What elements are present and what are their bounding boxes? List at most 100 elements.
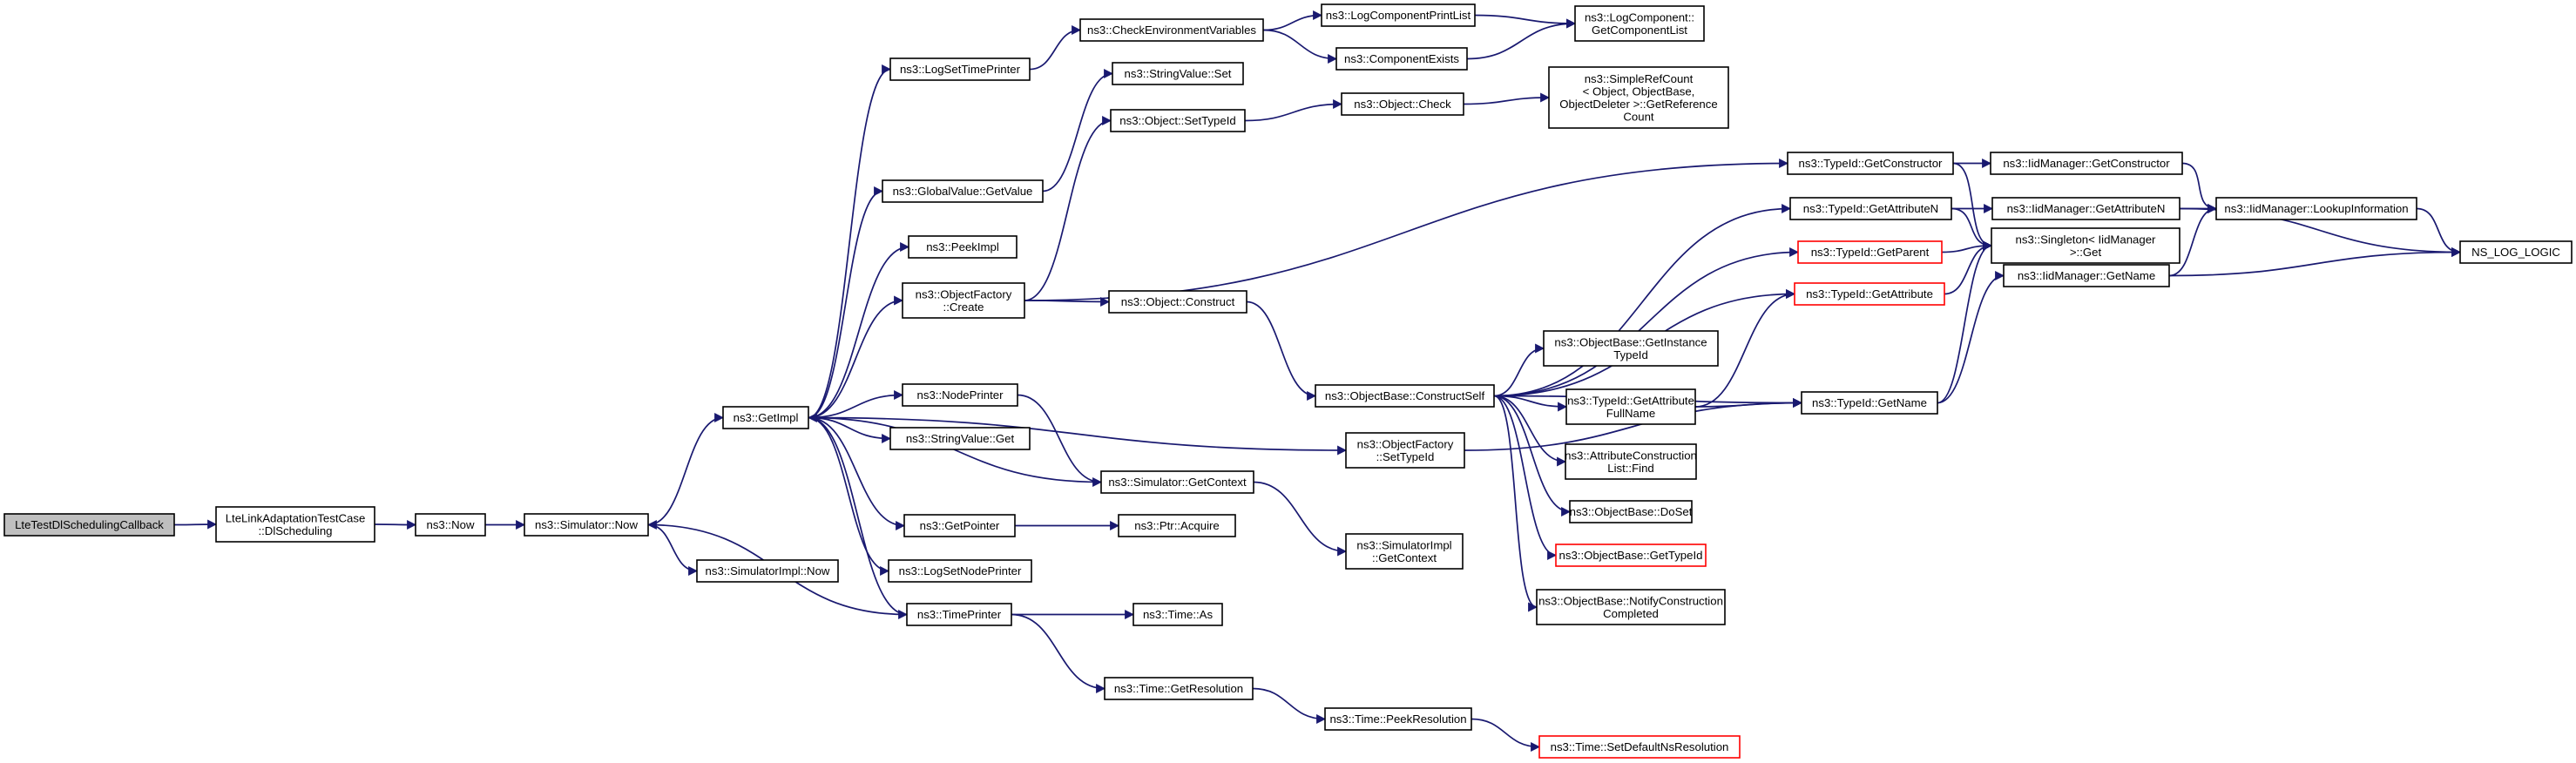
- node-ns3-logsetnodeprinter[interactable]: ns3::LogSetNodePrinter: [888, 559, 1032, 583]
- edge: [1017, 394, 1103, 487]
- node-ns3-object-check[interactable]: ns3::Object::Check: [1341, 92, 1464, 116]
- node-ns3-simplerefcount-object-objectbase-objectdeleter-getreference-count[interactable]: ns3::SimpleRefCount< Object, ObjectBase,…: [1548, 66, 1729, 129]
- node-label: TypeId: [1613, 348, 1648, 361]
- edge-n3-to-n5: [647, 523, 699, 576]
- edge-n28-to-n35: [1493, 247, 1800, 397]
- node-ns3-iidmanager-getattributen[interactable]: ns3::IidManager::GetAttributeN: [1991, 197, 2180, 220]
- node-ns3-logcomponentprintlist[interactable]: ns3::LogComponentPrintList: [1321, 3, 1476, 27]
- node-box: [888, 559, 1032, 583]
- node-label: ns3::LogSetTimePrinter: [900, 63, 1021, 76]
- node-ns3-time-getresolution[interactable]: ns3::Time::GetResolution: [1104, 677, 1254, 700]
- edge: [1493, 395, 1538, 612]
- node-ns3-iidmanager-getconstructor[interactable]: ns3::IidManager::GetConstructor: [1990, 152, 2183, 175]
- node-box: [1569, 500, 1693, 523]
- node-ns3-objectbase-gettypeid[interactable]: ns3::ObjectBase::GetTypeId: [1555, 544, 1707, 567]
- node-ns3-singleton-iidmanager-get[interactable]: ns3::Singleton< IidManager>::Get: [1991, 227, 2180, 264]
- node-ns3-now[interactable]: ns3::Now: [415, 513, 486, 537]
- node-ns3-objectbase-doset[interactable]: ns3::ObjectBase::DoSet: [1569, 500, 1693, 523]
- edge: [1262, 10, 1323, 31]
- edge-n28-to-n40: [1493, 395, 1572, 517]
- node-box: [524, 513, 649, 537]
- node-ns3-typeid-getattributen[interactable]: ns3::TypeId::GetAttributeN: [1789, 197, 1952, 220]
- node-ns3-simulatorimpl-getcontext[interactable]: ns3::SimulatorImpl::GetContext: [1345, 533, 1464, 570]
- edge: [1493, 395, 1567, 467]
- node-label: ns3::Simulator::GetContext: [1108, 476, 1247, 489]
- edge: [2416, 207, 2462, 257]
- node-ns3-checkenvironmentvariables[interactable]: ns3::CheckEnvironmentVariables: [1079, 18, 1264, 42]
- node-label: ObjectDeleter >::GetReference: [1559, 98, 1717, 111]
- edge: [374, 519, 417, 530]
- node-label: NS_LOG_LOGIC: [2471, 246, 2560, 259]
- edge-n4-to-n8: [808, 242, 910, 419]
- edge-n7-to-n16: [1042, 69, 1114, 192]
- node-ns3-iidmanager-lookupinformation[interactable]: ns3::IidManager::LookupInformation: [2215, 197, 2417, 220]
- node-ns3-logcomponent-getcomponentlist[interactable]: ns3::LogComponent::GetComponentList: [1574, 5, 1705, 42]
- node-box: [1112, 62, 1244, 85]
- edge: [1694, 398, 1803, 409]
- node-label: LteLinkAdaptationTestCase: [226, 511, 366, 524]
- node-box: [1789, 197, 1952, 220]
- node-ns3-timeprinter[interactable]: ns3::TimePrinter: [906, 603, 1012, 626]
- node-box: [1345, 432, 1465, 469]
- edge-n4-to-n13: [808, 416, 890, 576]
- node-ns3-object-settypeid[interactable]: ns3::Object::SetTypeId: [1110, 109, 1246, 132]
- edge-n26-to-n27: [1463, 92, 1551, 105]
- node-ns3-simulator-getcontext[interactable]: ns3::Simulator::GetContext: [1100, 470, 1254, 494]
- node-box: [1797, 240, 1943, 264]
- node-box: [1538, 735, 1741, 759]
- node-ltelinkadaptationtestcase-dlscheduling[interactable]: LteLinkAdaptationTestCase::DlScheduling: [215, 506, 375, 543]
- edge: [1937, 271, 2005, 404]
- node-ns3-nodeprinter[interactable]: ns3::NodePrinter: [902, 383, 1018, 407]
- node-ns3-object-construct[interactable]: ns3::Object::Construct: [1108, 290, 1247, 314]
- edge-n18-to-n28: [1246, 300, 1317, 401]
- edge-n33-to-n46: [1952, 162, 1993, 251]
- node-ns3-time-peekresolution[interactable]: ns3::Time::PeekResolution: [1324, 707, 1472, 731]
- node-ns3-simulatorimpl-now[interactable]: ns3::SimulatorImpl::Now: [696, 559, 839, 583]
- node-ltetestdlschedulingcallback[interactable]: LteTestDlSchedulingCallback: [3, 513, 175, 537]
- node-ns3-componentexists[interactable]: ns3::ComponentExists: [1335, 47, 1468, 71]
- node-label: ns3::StringValue::Get: [906, 432, 1015, 445]
- node-box: [906, 603, 1012, 626]
- node-ns3-objectfactory-create[interactable]: ns3::ObjectFactory::Create: [902, 282, 1025, 319]
- node-ns3-getpointer[interactable]: ns3::GetPointer: [903, 514, 1016, 537]
- node-ns3-time-setdefaultnsresolution[interactable]: ns3::Time::SetDefaultNsResolution: [1538, 735, 1741, 759]
- node-ns3-getimpl[interactable]: ns3::GetImpl: [722, 406, 809, 429]
- node-box: [1335, 47, 1468, 71]
- edge: [1493, 395, 1558, 560]
- node-ns3-ptr-acquire[interactable]: ns3::Ptr::Acquire: [1118, 514, 1236, 537]
- node-ns3-logsettimeprinter[interactable]: ns3::LogSetTimePrinter: [889, 57, 1031, 81]
- edge: [1244, 99, 1343, 122]
- node-ns3-typeid-getparent[interactable]: ns3::TypeId::GetParent: [1797, 240, 1943, 264]
- node-ns3-objectfactory-settypeid[interactable]: ns3::ObjectFactory::SetTypeId: [1345, 432, 1465, 469]
- node-box: [1990, 152, 2183, 175]
- node-ns3-globalvalue-getvalue[interactable]: ns3::GlobalValue::GetValue: [882, 179, 1044, 203]
- node-ns3-peekimpl[interactable]: ns3::PeekImpl: [908, 235, 1018, 259]
- node-label: ns3::TypeId::GetParent: [1811, 246, 1930, 259]
- node-box: [1341, 92, 1464, 116]
- node-ns3-simulator-now[interactable]: ns3::Simulator::Now: [524, 513, 649, 537]
- edge-n4-to-n10: [808, 390, 904, 419]
- node-ns3-typeid-getattribute[interactable]: ns3::TypeId::GetAttribute: [1794, 282, 1945, 306]
- node-ns3-iidmanager-getname[interactable]: ns3::IidManager::GetName: [2003, 264, 2170, 287]
- node-ns3-typeid-getname[interactable]: ns3::TypeId::GetName: [1801, 391, 1938, 415]
- node-box: [696, 559, 839, 583]
- node-ns3-objectbase-notifyconstruction-completed[interactable]: ns3::ObjectBase::NotifyConstructionCompl…: [1536, 589, 1726, 625]
- node-label: ns3::IidManager::GetConstructor: [2003, 157, 2170, 170]
- node-label: ns3::AttributeConstruction: [1565, 449, 1697, 462]
- node-ns3-objectbase-constructself[interactable]: ns3::ObjectBase::ConstructSelf: [1315, 384, 1495, 408]
- edge-n24-to-n25: [1466, 18, 1577, 60]
- node-ns3-typeid-getconstructor[interactable]: ns3::TypeId::GetConstructor: [1787, 152, 1954, 175]
- node-ns3-stringvalue-set[interactable]: ns3::StringValue::Set: [1112, 62, 1244, 85]
- node-box: [908, 235, 1018, 259]
- node-label: >::Get: [2070, 246, 2102, 259]
- node-ns3-time-as[interactable]: ns3::Time::As: [1132, 603, 1223, 626]
- node-ns3-stringvalue-get[interactable]: ns3::StringValue::Get: [889, 427, 1031, 450]
- node-label: ns3::ObjectBase::GetTypeId: [1559, 549, 1703, 562]
- edge-n28-to-n41: [1493, 395, 1558, 560]
- node-ns-log-logic[interactable]: NS_LOG_LOGIC: [2459, 240, 2573, 264]
- edge: [808, 186, 884, 419]
- edge: [808, 64, 892, 419]
